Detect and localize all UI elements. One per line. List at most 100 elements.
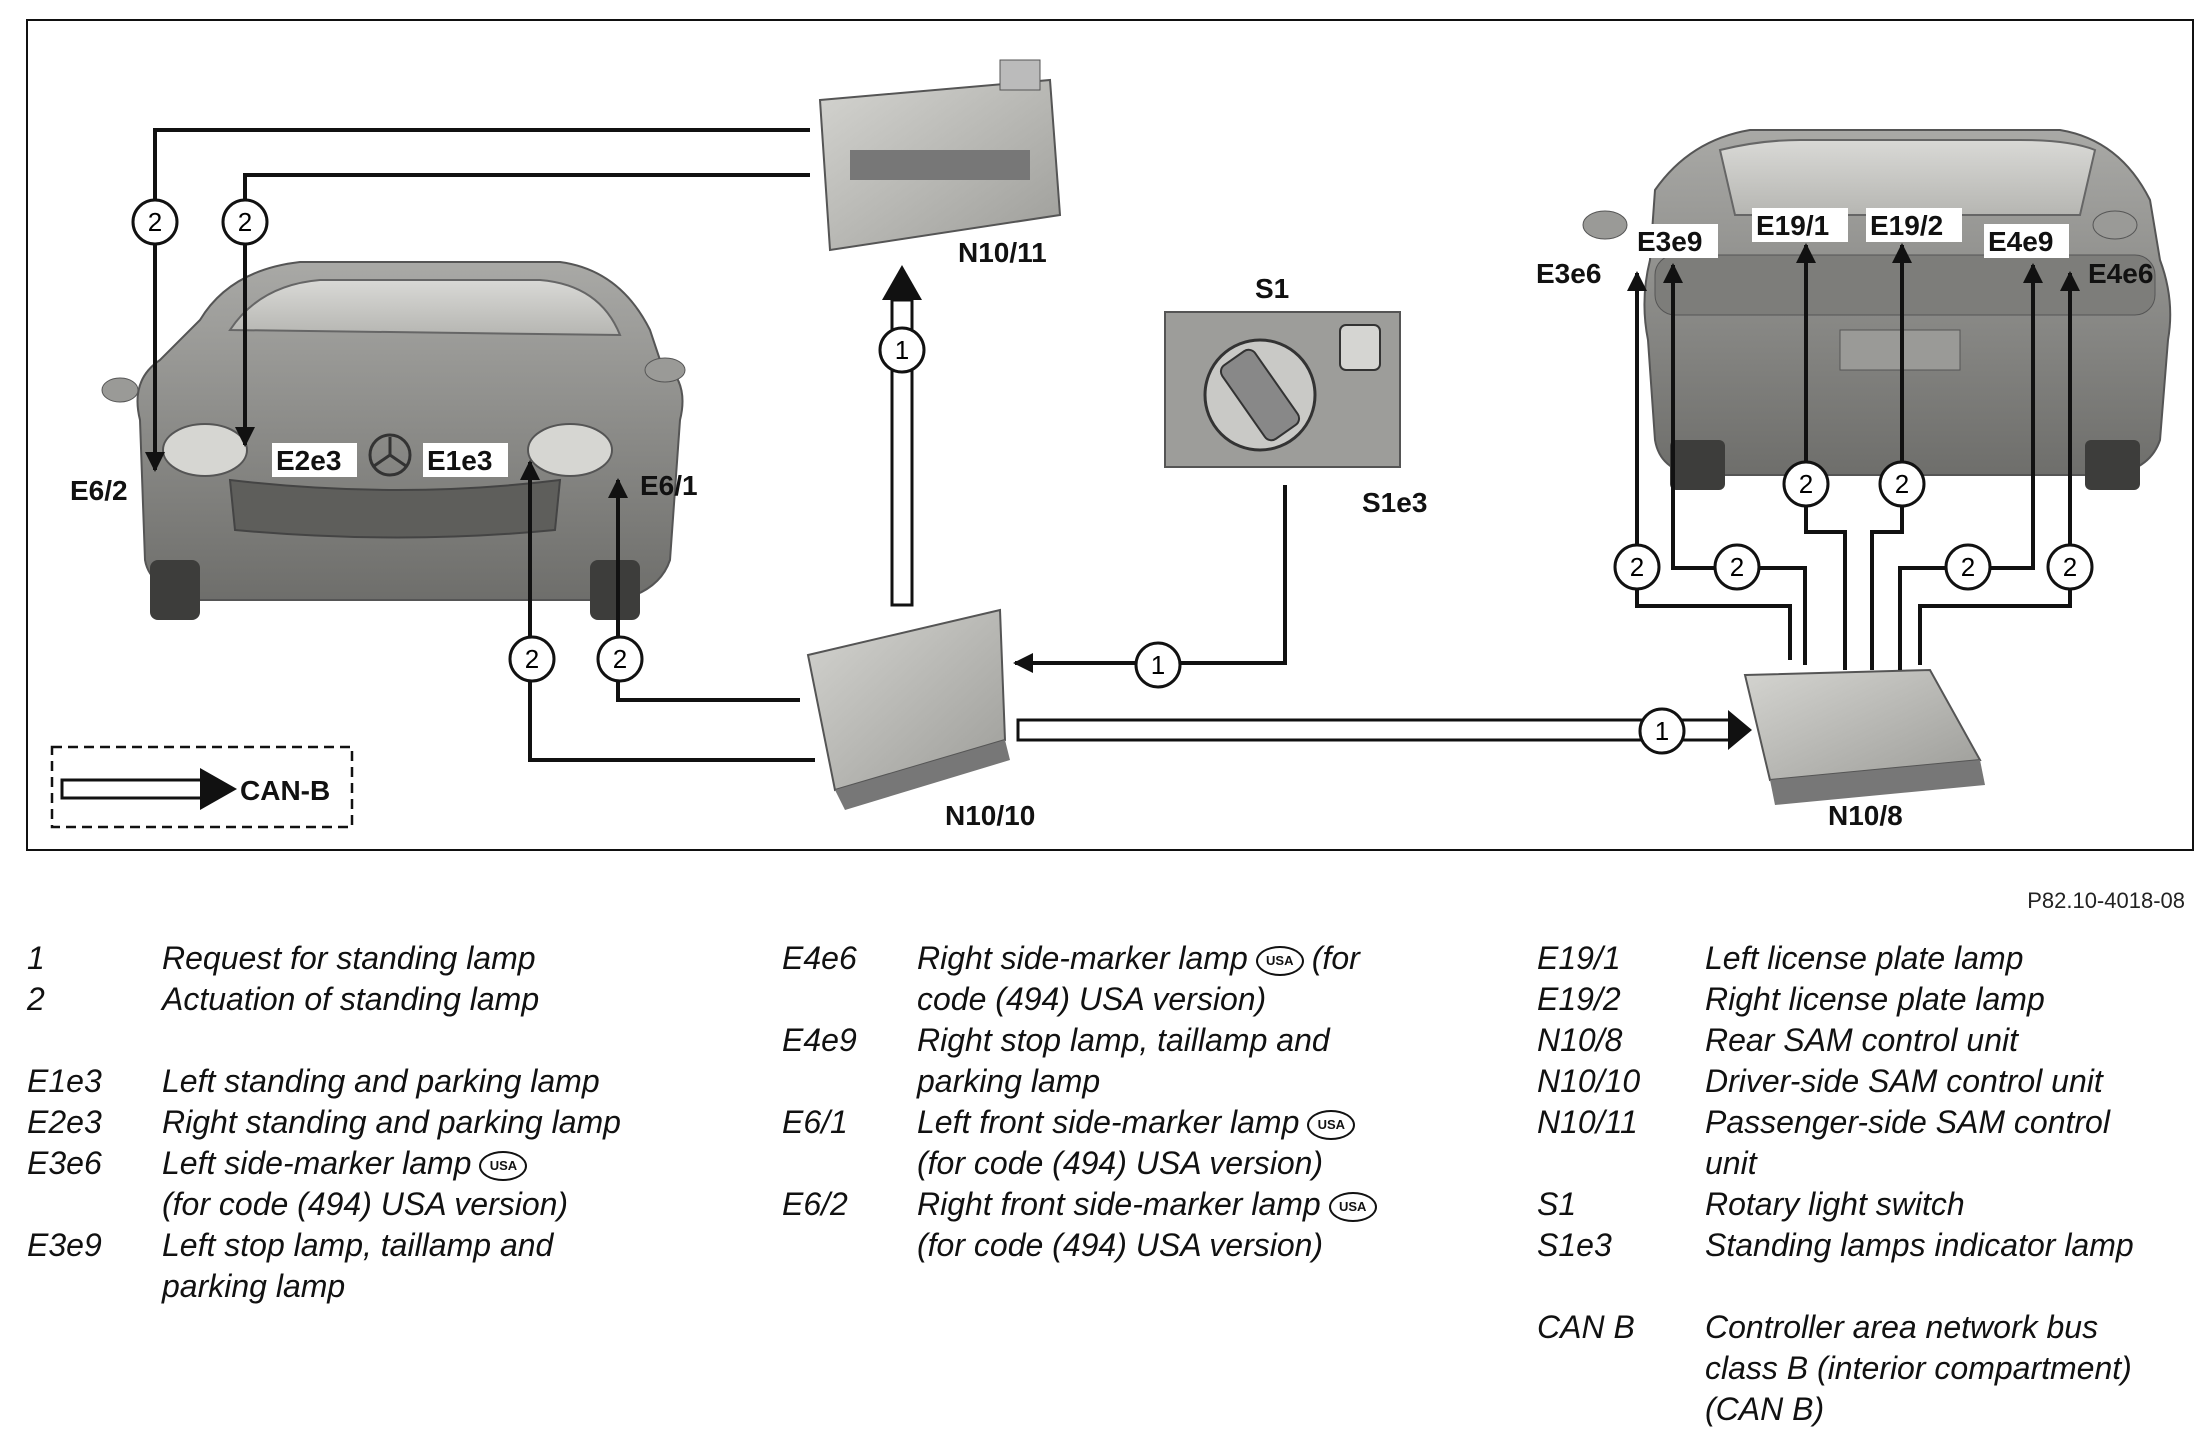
can-b-key: CAN-B [50,745,354,829]
legend-key: S1e3 [1537,1227,1612,1263]
front-car-image [101,261,686,620]
label-s1e3: S1e3 [1362,487,1427,518]
marker-2: 2 [131,198,179,246]
marker-1: 1 [1638,707,1686,755]
legend-item: CAN B Controller area network bus class B … [1537,1307,2207,1430]
legend-text: Right side-marker lamp [917,940,1248,976]
marker-label: 2 [148,207,162,237]
legend-text: Standing lamps indicator lamp [1705,1227,2134,1263]
marker-2: 2 [1782,460,1830,508]
marker-2: 2 [1944,543,1992,591]
marker-2: 2 [221,198,269,246]
label-e19-1: E19/1 [1756,210,1829,241]
legend-text-cont: (for code (494) USA version) [917,1145,1324,1181]
label-e1e3: E1e3 [427,445,492,476]
legend-key: 2 [27,981,45,1017]
label-e3e6: E3e6 [1536,258,1601,289]
n10-10-module-image [806,608,1010,810]
marker-2: 2 [596,635,644,683]
legend-text: Request for standing lamp [162,940,536,976]
legend-key: E3e6 [27,1145,102,1181]
legend-item: N10/10 Driver-side SAM control unit [1537,1061,2207,1102]
legend-text: Rear SAM control unit [1705,1022,2019,1058]
marker-label: 2 [1799,469,1813,499]
legend-key: E4e6 [782,940,857,976]
label-s1: S1 [1255,273,1289,304]
legend-text: (for [1311,940,1360,976]
label-e2e3: E2e3 [276,445,341,476]
legend-item: 2 Actuation of standing lamp [27,979,747,1020]
marker-label: 2 [1630,552,1644,582]
marker-label: 1 [1151,650,1165,680]
legend-item: S1e3 Standing lamps indicator lamp [1537,1225,2207,1266]
legend-key: CAN B [1537,1309,1635,1345]
usa-badge-icon: USA [479,1150,528,1181]
usa-badge-icon: USA [1328,1191,1377,1222]
marker-2: 2 [1613,543,1661,591]
legend-key: N10/10 [1537,1063,1641,1099]
legend-text: Controller area network bus [1705,1309,2099,1345]
s1-switch-image [1164,311,1401,468]
legend-key: S1 [1537,1186,1577,1222]
legend-text-cont: class B (interior compartment) [1705,1350,2132,1386]
usa-badge-icon: USA [1255,945,1304,976]
marker-label: 2 [1895,469,1909,499]
wiring-diagram: 2 2 1 2 2 1 1 2 2 2 2 2 2 N10/11 S1 S1e3… [26,19,2194,851]
marker-2: 2 [508,635,556,683]
circle-markers: 2 2 1 2 2 1 1 2 2 2 2 2 2 [131,198,2094,755]
label-e4e9: E4e9 [1988,226,2053,257]
legend-key: N10/8 [1537,1022,1623,1058]
legend-item: N10/8 Rear SAM control unit [1537,1020,2207,1061]
legend-item: E19/1 Left license plate lamp [1537,938,2207,979]
legend-key: N10/11 [1537,1104,1638,1140]
boxed-labels: E2e3 E1e3 E3e9 E19/1 E19/2 E4e9 [272,208,2069,477]
legend-key: E2e3 [27,1104,102,1140]
legend-text: Left license plate lamp [1705,940,2024,976]
marker-label: 2 [1961,552,1975,582]
legend-text: Left stop lamp, taillamp and [162,1227,554,1263]
legend-text-cont: parking lamp [162,1268,346,1304]
can-b-arrows [882,265,1752,750]
marker-1: 1 [878,326,926,374]
legend-text: Driver-side SAM control unit [1705,1063,2103,1099]
legend-text: Actuation of standing lamp [162,981,540,1017]
legend-key: E1e3 [27,1063,102,1099]
n10-11-module-image [818,59,1062,252]
marker-label: 1 [1655,716,1669,746]
legend-key: E4e9 [782,1022,857,1058]
legend-key: E6/2 [782,1186,848,1222]
legend-item: 1 Request for standing lamp [27,938,747,979]
marker-label: 2 [1730,552,1744,582]
legend-text: Left side-marker lamp [162,1145,472,1181]
usa-badge-icon: USA [1307,1109,1356,1140]
marker-label: 1 [895,335,909,365]
legend-key: E19/1 [1537,940,1621,976]
figure-reference: P82.10-4018-08 [2027,888,2185,913]
marker-label: 2 [238,207,252,237]
n10-8-module-image [1743,668,1985,805]
legend-text: Passenger-side SAM control [1705,1104,2110,1140]
legend-text: Left front side-marker lamp [917,1104,1300,1140]
legend-key: 1 [27,940,45,976]
label-e19-2: E19/2 [1870,210,1943,241]
marker-label: 2 [613,644,627,674]
legend-text-cont: (for code (494) USA version) [162,1186,569,1222]
legend-text-cont: unit [1705,1145,1757,1181]
legend-key: E6/1 [782,1104,848,1140]
marker-label: 2 [525,644,539,674]
label-e3e9: E3e9 [1637,226,1702,257]
label-e6-2: E6/2 [70,475,128,506]
marker-1: 1 [1134,641,1182,689]
legend-text: Right stop lamp, taillamp and [917,1022,1330,1058]
